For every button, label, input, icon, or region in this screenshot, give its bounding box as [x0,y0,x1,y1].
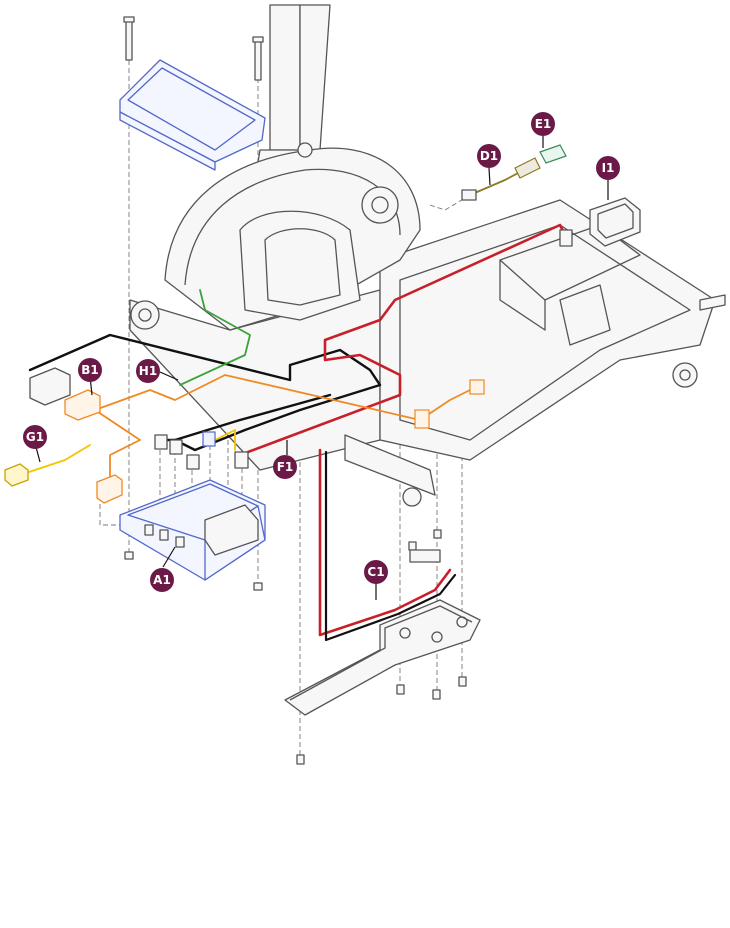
screws [123,16,467,765]
controller [119,479,266,581]
callout-H1: H1 [136,359,160,383]
callout-badge-B1 [78,358,102,382]
callout-badge-E1 [531,112,555,136]
callout-label-I1: I1 [602,161,615,175]
bottom-plate [284,599,481,716]
callout-A1: A1 [150,568,174,592]
callout-badge-G1 [23,425,47,449]
callout-badge-D1 [477,144,501,168]
callout-D1: D1 [477,144,501,168]
main-connector-plug [29,367,71,406]
pivot-housing [164,142,421,331]
callout-label-F1: F1 [277,460,294,474]
callout-badge-A1 [150,568,174,592]
connectors [4,229,573,563]
harness-wires [19,171,572,642]
callout-label-D1: D1 [480,149,498,163]
callout-label-H1: H1 [139,364,157,378]
callout-G1: G1 [23,425,47,449]
callout-B1: B1 [78,358,102,382]
callout-label-B1: B1 [81,363,99,377]
orange-connector-plug [64,389,101,421]
callout-E1: E1 [531,112,555,136]
charger-port-body [4,463,29,487]
controller-orange-plug [96,474,123,504]
callout-badge-I1 [596,156,620,180]
fuse-assembly [461,144,567,201]
callout-label-G1: G1 [26,430,44,444]
power-switch-part [589,197,641,247]
callout-label-E1: E1 [535,117,552,131]
callout-badge-F1 [273,455,297,479]
callout-badge-H1 [136,359,160,383]
callout-C1: C1 [364,560,388,584]
callout-badge-C1 [364,560,388,584]
callout-label-A1: A1 [153,573,171,587]
callout-F1: F1 [273,455,297,479]
callout-I1: I1 [596,156,620,180]
top-cover [119,59,266,171]
callout-label-C1: C1 [367,565,384,579]
